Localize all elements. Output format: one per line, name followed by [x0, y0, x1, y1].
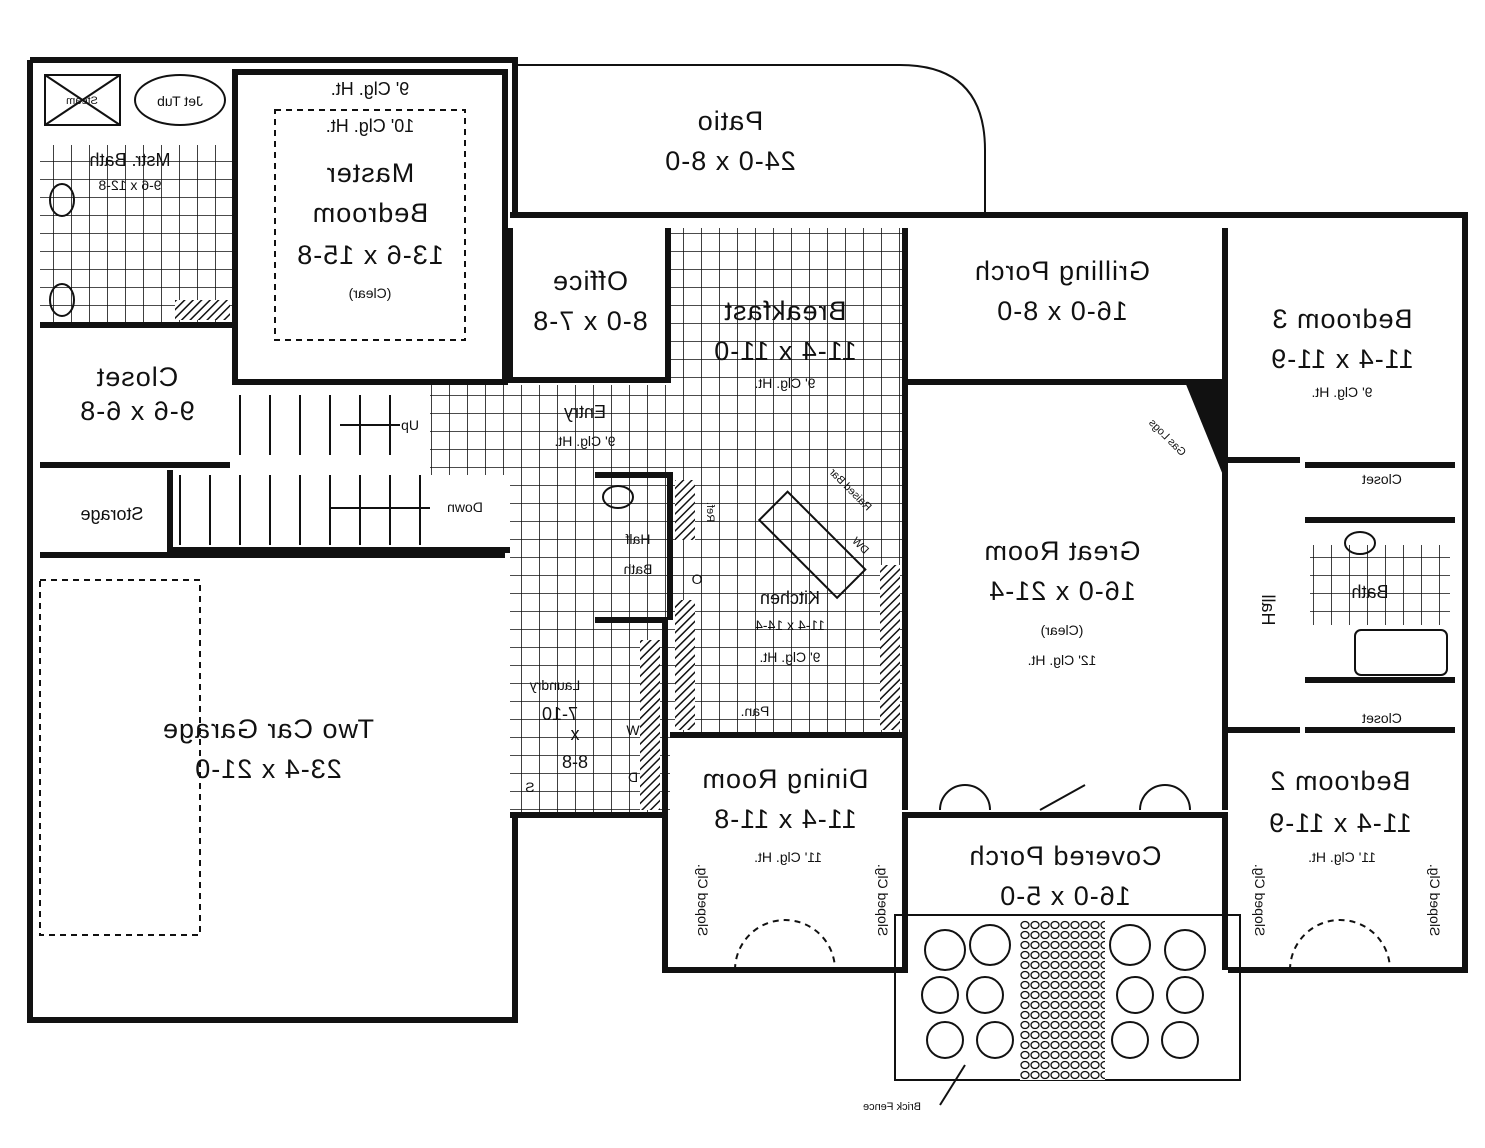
great-room-size: 16-0 x 21-4 [988, 576, 1136, 606]
stairs-down-label: Down [447, 499, 483, 515]
great-room-name: Great Room [983, 536, 1140, 566]
entry-ceiling: 9' Clg. Ht. [554, 433, 615, 449]
kitchen-ceiling: 9' Clg. Ht. [759, 649, 820, 665]
hall-label: Hall [1258, 594, 1278, 625]
washer-label: W [626, 722, 640, 738]
master-bedroom-name-2: Bedroom [312, 198, 429, 228]
laundry-size-1: 7-10 [542, 704, 578, 724]
entry-name: Entry [564, 402, 606, 422]
ref-label: Ref. [704, 502, 716, 522]
bath-sink-icon [1344, 531, 1376, 555]
office-size: 8-0 x 7-8 [532, 306, 648, 336]
laundry-sink-label: S [525, 779, 534, 795]
walls [27, 57, 1468, 1023]
room-labels: Steam Jet Tub Mstr. Bath 9-6 x 12-8 9' C… [66, 79, 1443, 1113]
stairs-up-label: Up [401, 417, 419, 433]
hatched-walls [175, 300, 900, 810]
bath-label: Bath [1351, 582, 1388, 602]
bedroom2-sloped-right: Sloped Clg. [1427, 864, 1443, 936]
kitchen-size: 11-4 x 14-4 [755, 617, 825, 633]
patio-outline [515, 64, 986, 215]
patio-name: Patio [697, 106, 764, 136]
patio-size: 24-0 x 8-0 [664, 146, 796, 176]
raised-bar [757, 490, 867, 600]
bedroom2-sloped-left: Sloped Clg. [1252, 864, 1268, 936]
stairs [179, 395, 430, 545]
dining-sloped-right: Sloped Clg. [875, 864, 891, 936]
dining-room-ceiling: 11' Clg. Ht. [754, 849, 822, 865]
steam-label: Steam [66, 95, 98, 107]
gas-logs-label: Gas Logs [1146, 417, 1188, 459]
master-bedroom-note: (Clear) [349, 285, 392, 301]
closet-size: 9-6 x 6-8 [79, 396, 195, 426]
covered-porch-name: Covered Porch [968, 841, 1161, 871]
bathtub [1354, 629, 1448, 676]
bedroom2-ceiling: 11' Clg. Ht. [1308, 849, 1376, 865]
breakfast-size: 11-4 x 11-0 [713, 336, 857, 366]
oven-label: O [691, 571, 702, 587]
master-bath-name: Mstr. Bath [89, 150, 170, 170]
grilling-porch-size: 16-0 x 8-0 [996, 296, 1128, 326]
garage-clear-area [39, 579, 201, 936]
laundry-size-2: x [571, 724, 580, 744]
bedroom2-size: 11-4 x 11-9 [1268, 808, 1412, 838]
master-ceiling-2: 10' Clg. Ht. [326, 116, 414, 136]
breakfast-name: Breakfast [723, 296, 846, 326]
garage-name: Two Car Garage [162, 714, 374, 744]
jet-tub [134, 74, 226, 126]
dining-room-name: Dining Room [701, 764, 868, 794]
closet-upper-label: Closet [1362, 471, 1402, 487]
grilling-porch-name: Grilling Porch [974, 256, 1150, 286]
garage-size: 23-4 x 21-0 [194, 754, 342, 784]
closet-lower-label: Closet [1362, 710, 1402, 726]
laundry-size-3: 8-8 [562, 752, 588, 772]
bedroom3-size: 11-4 x 11-9 [1270, 344, 1414, 374]
pantry-label: Pan. [741, 703, 770, 719]
bedroom3-name: Bedroom 3 [1271, 304, 1412, 334]
dryer-label: D [628, 769, 638, 785]
tile-floors [40, 145, 1450, 815]
master-ceiling-1: 9' Clg. Ht. [331, 79, 409, 99]
master-bedroom-name-1: Master [326, 158, 415, 188]
storage-label: Storage [80, 504, 143, 524]
great-room-note: (Clear) [1041, 622, 1084, 638]
master-bath-size: 9-6 x 12-8 [98, 177, 161, 193]
breakfast-ceiling: 9' Clg. Ht. [754, 375, 815, 391]
jet-tub-label: Jet Tub [157, 93, 203, 109]
great-room-fireplace [1185, 382, 1225, 480]
half-bath-name-2: Bath [624, 561, 653, 577]
half-bath-name-1: Half [625, 531, 650, 547]
bedroom3-ceiling: 9' Clg. Ht. [1311, 384, 1372, 400]
office-name: Office [552, 266, 628, 296]
bedroom2-name: Bedroom 2 [1269, 766, 1410, 796]
master-bedroom-size: 13-6 x 15-8 [296, 240, 444, 270]
kitchen-name: Kitchen [760, 588, 820, 608]
dining-sloped-left: Sloped Clg. [695, 864, 711, 936]
brick-fence-label: Brick Fence [863, 1101, 921, 1113]
great-room-ceiling: 12' Clg. Ht. [1028, 652, 1097, 668]
closet-name: Closet [96, 362, 179, 392]
laundry-name: Laundry [530, 677, 581, 693]
half-bath-sink-icon [602, 485, 634, 509]
doors [734, 784, 1391, 971]
sink-icon [49, 183, 75, 217]
dining-room-size: 11-4 x 11-8 [713, 804, 857, 834]
covered-porch-size: 16-0 x 5-0 [999, 881, 1131, 911]
steam-shower [44, 74, 121, 126]
sink-icon [49, 283, 75, 317]
front-garden [894, 914, 1241, 1081]
